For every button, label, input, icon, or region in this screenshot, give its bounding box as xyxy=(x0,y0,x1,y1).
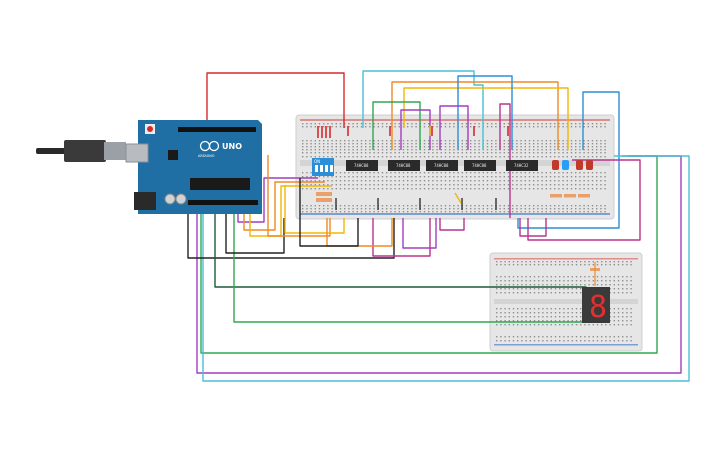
chip-74hc08-2[interactable]: 74HC08 xyxy=(388,160,420,171)
wire-magenta-under[interactable] xyxy=(372,218,431,257)
wire-black-under[interactable] xyxy=(299,178,359,247)
wire-orange[interactable] xyxy=(391,81,559,150)
chip-label: 74HC08 xyxy=(472,163,487,168)
wire-orange-under[interactable] xyxy=(267,155,331,237)
wire-teal-long[interactable] xyxy=(202,155,690,382)
wire-cyan[interactable] xyxy=(362,70,484,150)
led-blue[interactable] xyxy=(562,160,569,170)
chip-label: 74HC08 xyxy=(354,163,369,168)
wire-purple-2[interactable] xyxy=(439,105,469,150)
chip-74hc08-1[interactable]: 74HC08 xyxy=(346,160,378,171)
wire-blue[interactable] xyxy=(457,75,513,150)
led-red-2[interactable] xyxy=(576,160,583,170)
wire-magenta-loop[interactable] xyxy=(527,159,641,241)
display-breadboard[interactable] xyxy=(489,252,643,352)
black-jumpers xyxy=(335,198,497,210)
board-model-text: ARDUINO xyxy=(198,154,215,158)
board-logo-text: UNO xyxy=(222,142,242,151)
chip-label: 74HC32 xyxy=(514,163,529,168)
chip-label: 74HC08 xyxy=(434,163,449,168)
chip-74hc08-3[interactable]: 74HC08 xyxy=(426,160,458,171)
pulldown-resistors xyxy=(316,192,332,202)
wire-purple-chip[interactable] xyxy=(237,177,318,223)
dip-switch[interactable]: ON xyxy=(312,158,334,176)
dip-switch-label: ON xyxy=(314,159,320,164)
seven-segment-display[interactable]: 8 xyxy=(582,262,610,325)
wire-black[interactable] xyxy=(187,210,395,259)
wire-yellow[interactable] xyxy=(403,87,569,150)
usb-plug[interactable] xyxy=(64,140,106,162)
wire-magenta-under-3[interactable] xyxy=(519,218,547,237)
yellow-jumpers xyxy=(429,126,462,204)
chip-74hc08-4[interactable]: 74HC08 xyxy=(464,160,496,171)
seven-segment-digit: 8 xyxy=(589,290,607,325)
led-resistors xyxy=(550,194,590,198)
arduino-uno-board[interactable]: UNO ARDUINO xyxy=(36,120,262,214)
wire-purple-under[interactable] xyxy=(402,218,437,249)
logic-chips: 74HC08 74HC08 74HC08 74HC08 74HC32 xyxy=(346,160,538,171)
red-jumpers xyxy=(317,126,509,138)
chip-label: 74HC08 xyxy=(396,163,411,168)
wire-red[interactable] xyxy=(206,72,345,128)
wire-orange-chip[interactable] xyxy=(243,181,325,231)
wire-green[interactable] xyxy=(372,101,421,150)
wire-orange-under-2[interactable] xyxy=(326,218,393,247)
wire-yellow-under[interactable] xyxy=(284,185,345,234)
led-red-1[interactable] xyxy=(552,160,559,170)
output-leds xyxy=(550,160,593,198)
breadboard-holes xyxy=(496,261,632,342)
chip-74hc32[interactable]: 74HC32 xyxy=(506,160,538,171)
led-red-3[interactable] xyxy=(586,160,593,170)
usb-cable[interactable] xyxy=(36,148,66,154)
wire-magenta-under-2[interactable] xyxy=(439,218,465,231)
breadboard-holes xyxy=(302,123,606,213)
